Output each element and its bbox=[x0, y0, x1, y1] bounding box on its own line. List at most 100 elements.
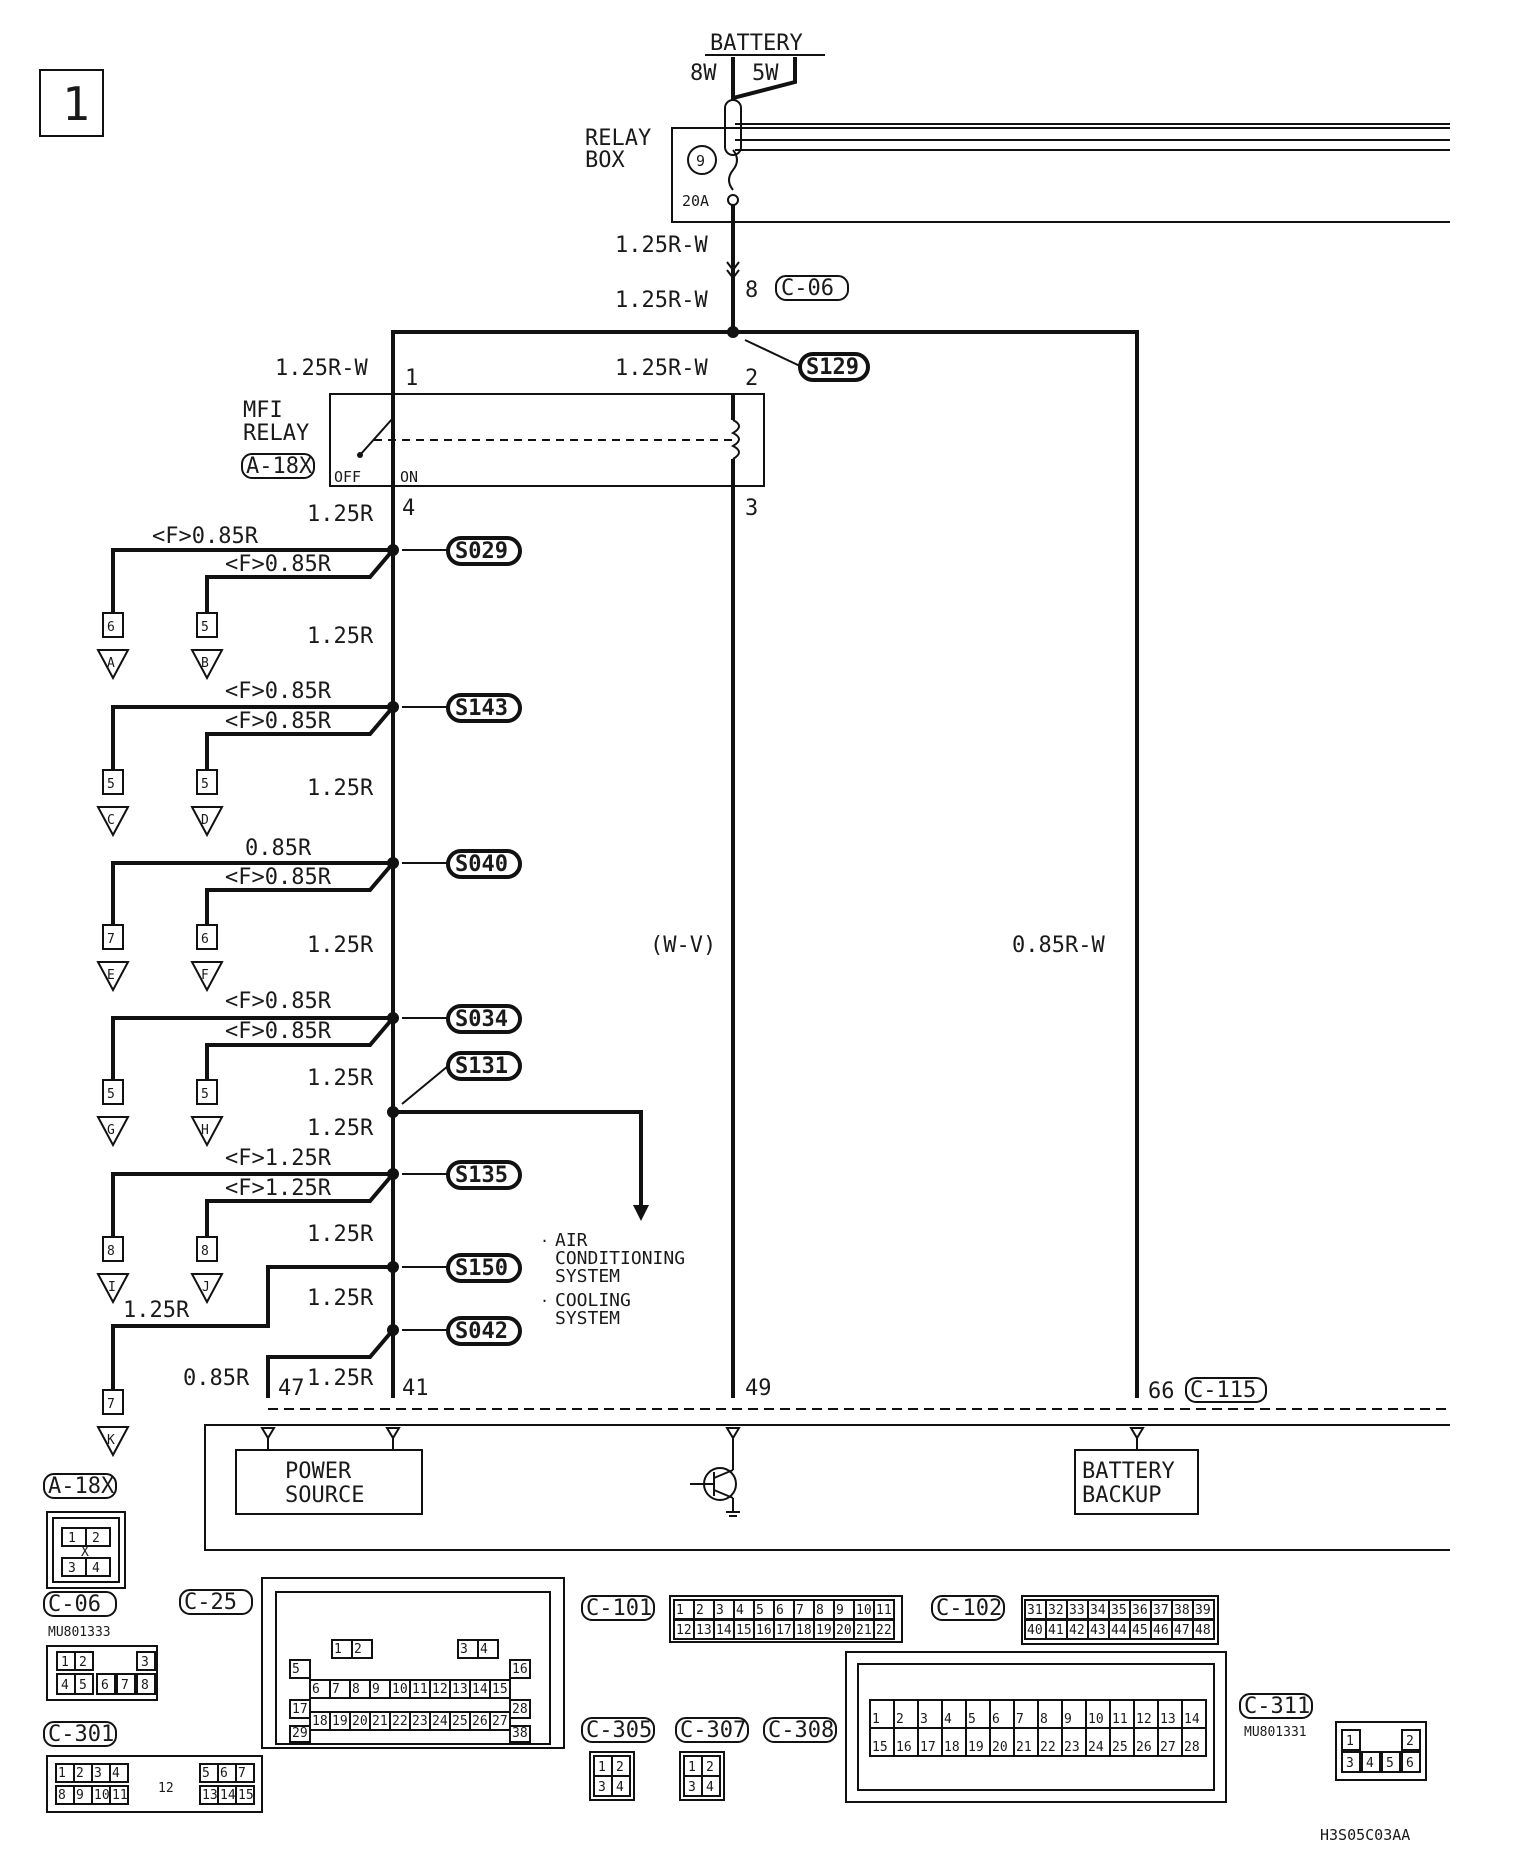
pin-2: 2 bbox=[745, 366, 758, 391]
svg-text:X: X bbox=[81, 1545, 89, 1560]
c101-pin: 3 bbox=[716, 1603, 724, 1618]
c25-pin: 2 bbox=[354, 1642, 362, 1657]
inner-wire-s029: <F>0.85R bbox=[225, 552, 332, 577]
c311-pin: 11 bbox=[1112, 1712, 1128, 1727]
c305-label: C-305 bbox=[586, 1718, 652, 1743]
splice-tag-s042: S042 bbox=[455, 1319, 508, 1344]
c301-pin: 8 bbox=[58, 1788, 66, 1803]
c101-pin: 9 bbox=[836, 1603, 844, 1618]
tri-a-s135: I bbox=[108, 1280, 116, 1295]
trunk-label-s143: 1.25R bbox=[307, 776, 374, 801]
c311-pin: 13 bbox=[1160, 1712, 1176, 1727]
c102-pin: 39 bbox=[1195, 1603, 1211, 1618]
connector-c307: C-307 1 2 3 4 bbox=[675, 1717, 749, 1801]
c301-cell bbox=[235, 1763, 255, 1783]
c311-cell bbox=[1181, 1727, 1207, 1757]
c102-pin: 41 bbox=[1048, 1623, 1064, 1638]
c301-pin: 6 bbox=[220, 1766, 228, 1781]
wire-top2: 1.25R-W bbox=[615, 288, 708, 313]
tri-s150: K bbox=[107, 1433, 115, 1448]
splice-tag-s150: S150 bbox=[455, 1256, 508, 1281]
c101-pin: 7 bbox=[796, 1603, 804, 1618]
c25-cell bbox=[477, 1639, 499, 1659]
c25-pin: 18 bbox=[312, 1714, 328, 1729]
ac-note: · AIR CONDITIONING SYSTEM · COOLING SYST… bbox=[540, 1230, 685, 1329]
c311-pin: 3 bbox=[920, 1712, 928, 1727]
c301-label: C-301 bbox=[48, 1722, 114, 1747]
c102-pin: 38 bbox=[1174, 1603, 1190, 1618]
c311-cell bbox=[893, 1727, 919, 1757]
svg-text:3: 3 bbox=[598, 1780, 606, 1795]
connector-c305: C-305 1 2 3 4 bbox=[581, 1717, 655, 1801]
c25-cell bbox=[509, 1659, 531, 1679]
c308-label: C-308 bbox=[768, 1718, 834, 1743]
c25-pin: 22 bbox=[392, 1714, 408, 1729]
s129-pointer bbox=[744, 339, 801, 367]
c101-pin: 15 bbox=[736, 1623, 752, 1638]
svg-text:2: 2 bbox=[79, 1655, 87, 1670]
c301-cell bbox=[235, 1785, 255, 1805]
c311-pin: 6 bbox=[992, 1712, 1000, 1727]
c101-pin: 11 bbox=[876, 1603, 892, 1618]
svg-text:·: · bbox=[540, 1292, 549, 1310]
svg-text:2: 2 bbox=[92, 1531, 100, 1546]
relay-box-label-2: BOX bbox=[585, 148, 625, 173]
c301-pin: 7 bbox=[238, 1766, 246, 1781]
connector-c308: C-308 bbox=[763, 1717, 837, 1743]
tri-b-s135: J bbox=[202, 1280, 210, 1295]
c101-pin: 12 bbox=[676, 1623, 692, 1638]
c301-pin: 11 bbox=[112, 1788, 128, 1803]
c25-cell bbox=[509, 1725, 531, 1743]
c115-tag: C-115 bbox=[1190, 1378, 1256, 1403]
svg-text:4: 4 bbox=[706, 1780, 714, 1795]
c25-pin: 25 bbox=[452, 1714, 468, 1729]
c101-pin: 1 bbox=[676, 1603, 684, 1618]
c311-pin: 27 bbox=[1160, 1740, 1176, 1755]
pin-b-s029: 5 bbox=[201, 620, 209, 635]
pin-b-s135: 8 bbox=[201, 1244, 209, 1259]
a18x-label: A-18X bbox=[48, 1474, 115, 1499]
c301-pin: 2 bbox=[76, 1766, 84, 1781]
splice-s143: 1.25R <F>0.85R <F>0.85R S143 5 5 C D bbox=[96, 624, 522, 838]
splice-tag-s135: S135 bbox=[455, 1163, 508, 1188]
c101-pin: 16 bbox=[756, 1623, 772, 1638]
c311-pin: 21 bbox=[1016, 1740, 1032, 1755]
cool-line2: SYSTEM bbox=[555, 1308, 620, 1329]
c25-pin: 3 bbox=[460, 1642, 468, 1657]
c06-part: MU801333 bbox=[48, 1625, 111, 1640]
c101-pin: 14 bbox=[716, 1623, 732, 1638]
splice-tag-s040: S040 bbox=[455, 852, 508, 877]
splice-tag-s034: S034 bbox=[455, 1007, 508, 1032]
connector-c06: C-06 MU801333 1 2 3 4 5 6 7 8 bbox=[43, 1591, 158, 1701]
ecu-pin-47: 47 bbox=[278, 1376, 305, 1401]
c102-pin: 45 bbox=[1132, 1623, 1148, 1638]
svg-text:4: 4 bbox=[1366, 1756, 1374, 1771]
trunk-label-s131: 1.25R bbox=[307, 1116, 374, 1141]
branch-wire-s042: 0.85R bbox=[183, 1366, 250, 1391]
c25-pin: 26 bbox=[472, 1714, 488, 1729]
c25-pin: 15 bbox=[492, 1682, 508, 1697]
pin-a-s135: 8 bbox=[107, 1244, 115, 1259]
svg-text:7: 7 bbox=[121, 1678, 129, 1693]
outer-wire-s040: 0.85R bbox=[245, 836, 312, 861]
c102-pin: 47 bbox=[1174, 1623, 1190, 1638]
c25-pin: 23 bbox=[412, 1714, 428, 1729]
connector-c06-mark bbox=[726, 261, 740, 280]
svg-text:5: 5 bbox=[1386, 1756, 1394, 1771]
c101-cell bbox=[873, 1619, 895, 1640]
c102-pin: 34 bbox=[1090, 1603, 1106, 1618]
tri-b-s034: H bbox=[201, 1123, 209, 1138]
c311-pin: 15 bbox=[872, 1740, 888, 1755]
c311-pin: 20 bbox=[992, 1740, 1008, 1755]
mfi-relay-label-2: RELAY bbox=[243, 421, 309, 446]
relay-on: ON bbox=[400, 468, 418, 486]
wire-mid-top: 1.25R-W bbox=[615, 356, 708, 381]
c25-pin: 38 bbox=[512, 1726, 528, 1741]
ac-line2: CONDITIONING bbox=[555, 1248, 685, 1269]
c301-pin: 14 bbox=[220, 1788, 236, 1803]
trunk-label-s029: 1.25R bbox=[307, 502, 374, 527]
relay-box-connector bbox=[724, 99, 742, 156]
